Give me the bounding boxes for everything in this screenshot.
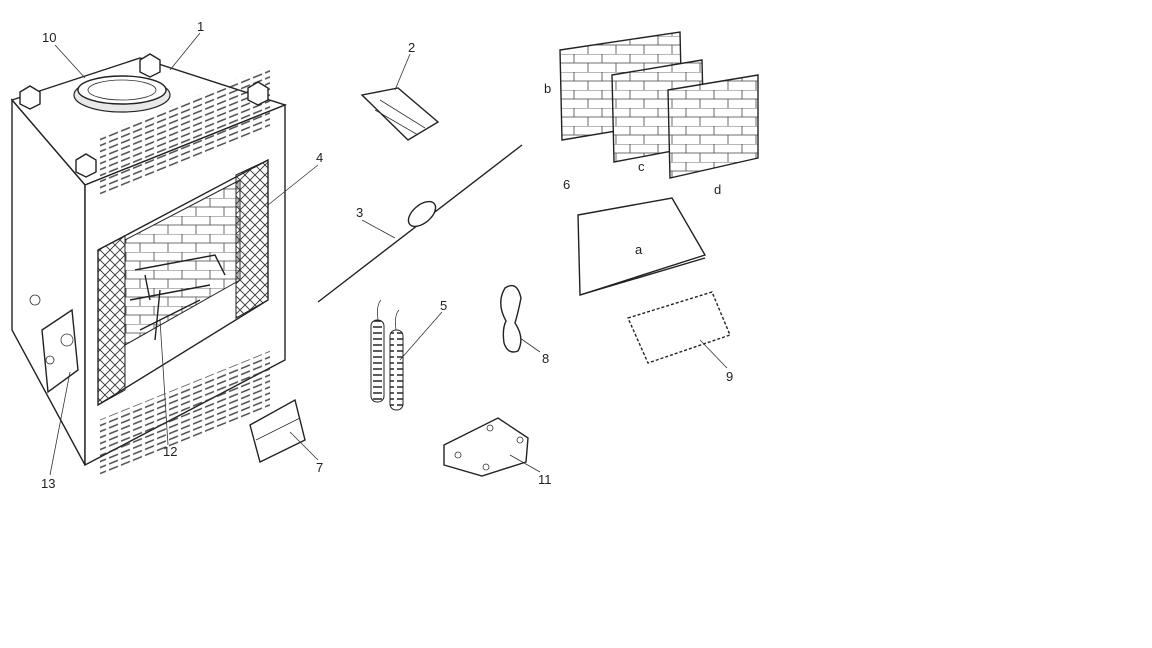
- callout-labels: 10 1 2 3 4 5 6 b c d a 7 8 9 11 12 13: [41, 19, 733, 491]
- label-a: a: [635, 242, 643, 257]
- part-6-refractory-panels: [559, 31, 759, 179]
- part-3-rod: [317, 144, 523, 303]
- callout-6: 6: [563, 177, 570, 192]
- label-b: b: [544, 81, 551, 96]
- callout-1: 1: [197, 19, 204, 34]
- callout-8: 8: [542, 351, 549, 366]
- part-8-tool: [500, 284, 522, 353]
- callout-2: 2: [408, 40, 415, 55]
- callout-10: 10: [42, 30, 56, 45]
- fireplace-unit: [10, 53, 288, 475]
- part-6a-hearth-floor: [577, 197, 707, 296]
- label-c: c: [638, 159, 645, 174]
- part-5-springs: [370, 299, 404, 411]
- callout-7: 7: [316, 460, 323, 475]
- part-11-plate: [443, 417, 529, 477]
- part-7-bracket: [249, 398, 306, 464]
- callout-11: 11: [538, 472, 552, 487]
- leader-lines: [49, 32, 728, 476]
- callout-9: 9: [726, 369, 733, 384]
- label-d: d: [714, 182, 721, 197]
- callout-4: 4: [316, 150, 323, 165]
- callout-5: 5: [440, 298, 447, 313]
- part-2-bracket: [360, 87, 440, 141]
- callout-3: 3: [356, 205, 363, 220]
- callout-13: 13: [41, 476, 55, 491]
- part-9-gasket: [627, 291, 731, 364]
- callout-12: 12: [163, 444, 177, 459]
